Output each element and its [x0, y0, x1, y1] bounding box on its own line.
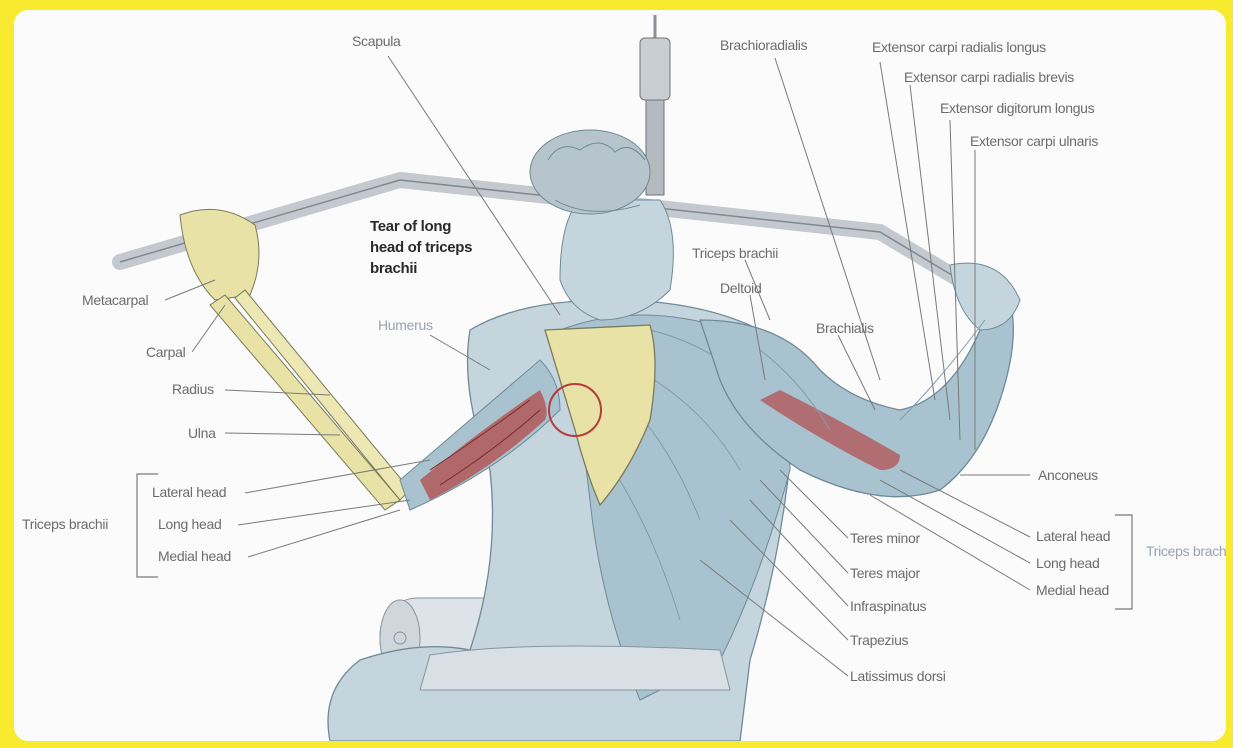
label-brachioradialis: Brachioradialis	[720, 37, 808, 53]
label-long-head-left: Long head	[158, 516, 221, 532]
label-brachialis: Brachialis	[816, 320, 874, 336]
label-humerus: Humerus	[378, 317, 433, 333]
annotation-title-line3: brachii	[370, 260, 417, 277]
label-ecr-longus: Extensor carpi radialis longus	[872, 39, 1046, 55]
label-carpal: Carpal	[146, 344, 186, 360]
label-radius: Radius	[172, 381, 214, 397]
label-teres-major: Teres major	[850, 565, 920, 581]
label-lateral-head-right: Lateral head	[1036, 528, 1110, 544]
label-medial-head-left: Medial head	[158, 548, 231, 564]
label-infraspinatus: Infraspinatus	[850, 598, 927, 614]
triceps-bracket-right	[1115, 515, 1132, 609]
label-scapula: Scapula	[352, 33, 401, 49]
annotation-title-line2: head of triceps	[370, 239, 472, 256]
label-ext-carpi-ulnaris: Extensor carpi ulnaris	[970, 133, 1098, 149]
label-ulna: Ulna	[188, 425, 216, 441]
label-ext-digitorum: Extensor digitorum longus	[940, 100, 1095, 116]
label-triceps-group-right-text: Triceps brachii	[1146, 543, 1226, 559]
illustration-panel: Scapula Brachioradialis Extensor carpi r…	[14, 10, 1226, 741]
label-anconeus: Anconeus	[1038, 467, 1098, 483]
label-deltoid: Deltoid	[720, 280, 761, 296]
label-lateral-head-left: Lateral head	[152, 484, 226, 500]
label-latissimus-dorsi: Latissimus dorsi	[850, 668, 946, 684]
label-metacarpal: Metacarpal	[82, 292, 148, 308]
anatomy-illustration: Scapula Brachioradialis Extensor carpi r…	[14, 10, 1226, 741]
label-trapezius: Trapezius	[850, 632, 909, 648]
label-triceps-brachii-top: Triceps brachii	[692, 245, 778, 261]
label-long-head-right: Long head	[1036, 555, 1099, 571]
label-triceps-group-right: Triceps brachii	[1146, 543, 1226, 559]
label-ecr-brevis: Extensor carpi radialis brevis	[904, 69, 1074, 85]
label-triceps-brachii-left: Triceps brachii	[22, 516, 108, 532]
label-teres-minor: Teres minor	[850, 530, 920, 546]
label-medial-head-right: Medial head	[1036, 582, 1109, 598]
annotation-title-line1: Tear of long	[370, 218, 451, 235]
